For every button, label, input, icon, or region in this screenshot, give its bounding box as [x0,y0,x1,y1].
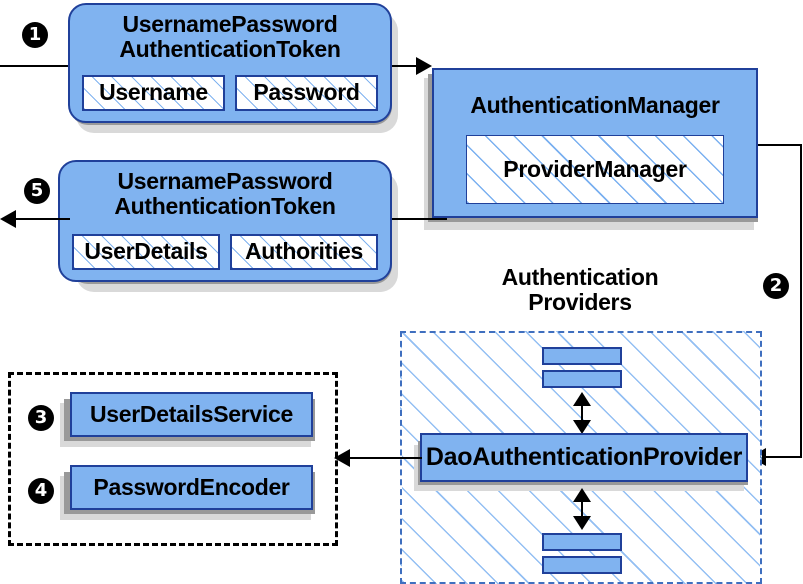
request-token-title: UsernamePassword AuthenticationToken [70,5,390,62]
dao-to-support-line [350,457,422,459]
provider-link-bottom-line [581,492,583,524]
provider-bar-bottom-1 [542,533,622,551]
provider-link-top-arrow-up [573,392,591,406]
authentication-providers-label: Authentication Providers [420,264,740,316]
provider-link-top-arrow-down [573,420,591,434]
field-password: Password [235,75,378,111]
manager-exit-line [758,144,802,146]
token-to-manager-line [392,65,425,67]
token-to-manager-arrowhead [416,57,432,75]
request-token-title-line1: UsernamePassword [122,11,338,37]
request-token-fields: Username Password [82,75,378,111]
response-token-fields: UserDetails Authorities [72,234,378,270]
field-username: Username [82,75,225,111]
inbound-request-line [0,65,70,67]
response-token-box: UsernamePassword AuthenticationToken Use… [58,160,392,282]
field-authorities: Authorities [230,234,378,270]
response-token-title: UsernamePassword AuthenticationToken [60,162,390,219]
user-details-service-box: UserDetailsService [70,392,313,437]
provider-bar-top-2 [542,370,622,388]
manager-down-line [800,144,802,457]
provider-link-top-line [581,396,583,428]
step-badge-4: 4 [28,478,54,504]
providers-label-line1: Authentication [501,264,659,290]
provider-link-bottom-arrow-down [573,516,591,530]
manager-to-response-line [392,218,447,220]
authentication-manager-box: AuthenticationManager ProviderManager [432,68,758,218]
provider-manager-box: ProviderManager [466,135,724,204]
step-badge-2: 2 [763,273,789,299]
request-token-box: UsernamePassword AuthenticationToken Use… [68,3,392,123]
response-token-title-line1: UsernamePassword [117,168,333,194]
field-userdetails: UserDetails [72,234,220,270]
dao-authentication-provider-box: DaoAuthenticationProvider [420,433,748,482]
provider-entry-line [766,456,802,458]
provider-bar-bottom-2 [542,556,622,574]
response-out-line [14,218,70,220]
provider-bar-top-1 [542,347,622,365]
step-badge-1: 1 [22,22,48,48]
request-token-title-line2: AuthenticationToken [119,35,341,62]
response-out-arrowhead [0,210,16,228]
support-services-region [8,372,338,546]
provider-link-bottom-arrow-up [573,488,591,502]
dao-to-support-arrowhead [334,449,350,467]
providers-label-line2: Providers [528,289,632,316]
authentication-manager-title: AuthenticationManager [470,92,720,118]
response-token-title-line2: AuthenticationToken [114,192,336,219]
step-badge-5: 5 [24,178,50,204]
step-badge-3: 3 [28,405,54,431]
password-encoder-box: PasswordEncoder [70,465,313,510]
